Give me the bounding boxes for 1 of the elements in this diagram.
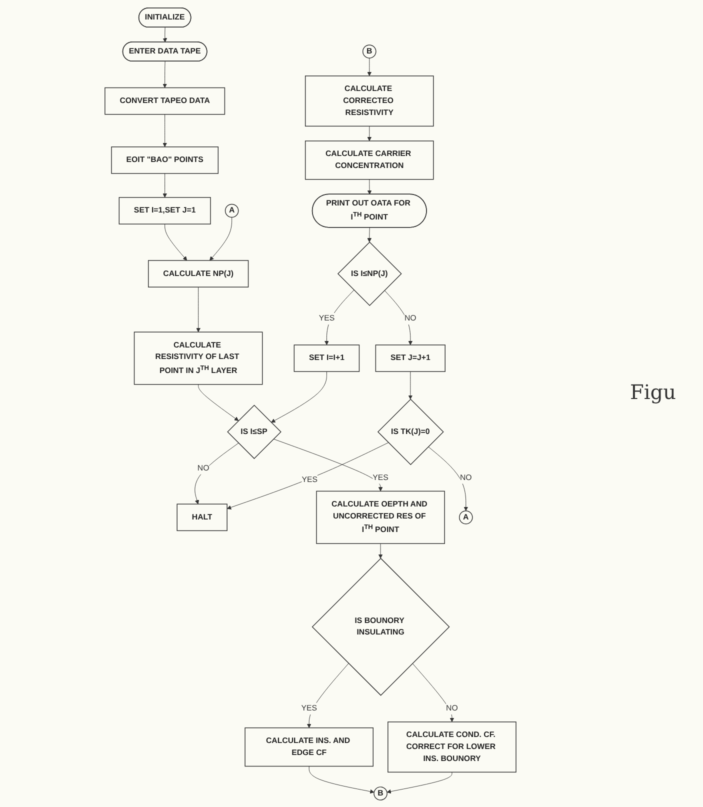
caption-fragment: Figu <box>630 380 676 404</box>
